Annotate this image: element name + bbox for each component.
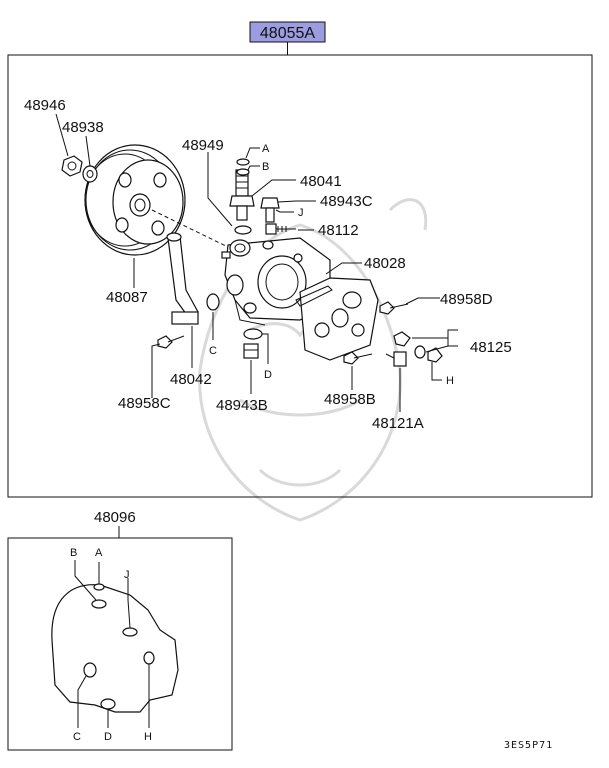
callout-h: H: [446, 375, 454, 387]
o-ring-c: [206, 293, 220, 311]
o-ring-d: [243, 328, 263, 340]
part-number-48125: 48125: [470, 339, 512, 356]
detail-callout-h: H: [144, 731, 152, 743]
bolt-48958B: [343, 351, 373, 365]
detail-callout-c: C: [73, 731, 81, 743]
part-number-48028: 48028: [364, 255, 406, 272]
part-number-48943B: 48943B: [216, 397, 268, 414]
part-number-48041: 48041: [300, 173, 342, 190]
part-number-48112: 48112: [318, 222, 359, 239]
bolt-48958C: [157, 335, 185, 349]
detail-callout-b: B: [70, 547, 77, 559]
part-number-48943C: 48943C: [320, 193, 373, 210]
part-number-48946: 48946: [24, 97, 66, 114]
bolt-48943C: [260, 197, 280, 223]
part-number-48958B: 48958B: [324, 391, 376, 408]
callout-d: D: [264, 369, 272, 381]
part-number-48121A: 48121A: [372, 415, 424, 432]
callout-j: J: [298, 207, 304, 219]
washer-48938: [82, 165, 98, 183]
part-number-48958C: 48958C: [118, 395, 171, 412]
fitting-48041: [229, 169, 255, 221]
bolt-48112: [265, 223, 296, 235]
bolt-48958D: [379, 301, 409, 315]
nut-48946: [61, 155, 83, 177]
suction-hose-48042: [166, 232, 199, 325]
diagram-code: 3ES5P71: [504, 740, 553, 751]
leader-lines: [55, 113, 458, 412]
pulley: [84, 144, 231, 256]
assembly-label: 48055A: [260, 25, 315, 42]
part-number-48087: 48087: [106, 289, 148, 306]
part-number-48958D: 48958D: [440, 291, 493, 308]
part-number-48096: 48096: [94, 509, 136, 526]
detail-leader-lines: [74, 560, 150, 728]
part-number-48042: 48042: [170, 371, 212, 388]
part-number-48938: 48938: [62, 119, 104, 136]
callout-c: C: [209, 345, 217, 357]
main-diagram-frame: [7, 54, 593, 498]
part-number-48949: 48949: [182, 137, 224, 154]
pump-outline-detail: [51, 583, 179, 713]
detail-callout-d: D: [104, 731, 112, 743]
detail-callout-j: J: [124, 569, 130, 581]
detail-callout-a: A: [95, 547, 103, 559]
fitting-48125: [393, 331, 443, 363]
callout-b: B: [262, 161, 269, 173]
callout-a: A: [262, 143, 270, 155]
valve-48121A: [385, 351, 407, 367]
plug-48943B: [243, 343, 259, 359]
o-rings-a-b: [234, 158, 252, 235]
assembly-callout: 48055A: [249, 21, 326, 55]
detail-diagram-frame: [7, 537, 233, 751]
cover-plate-48028: [295, 277, 379, 361]
